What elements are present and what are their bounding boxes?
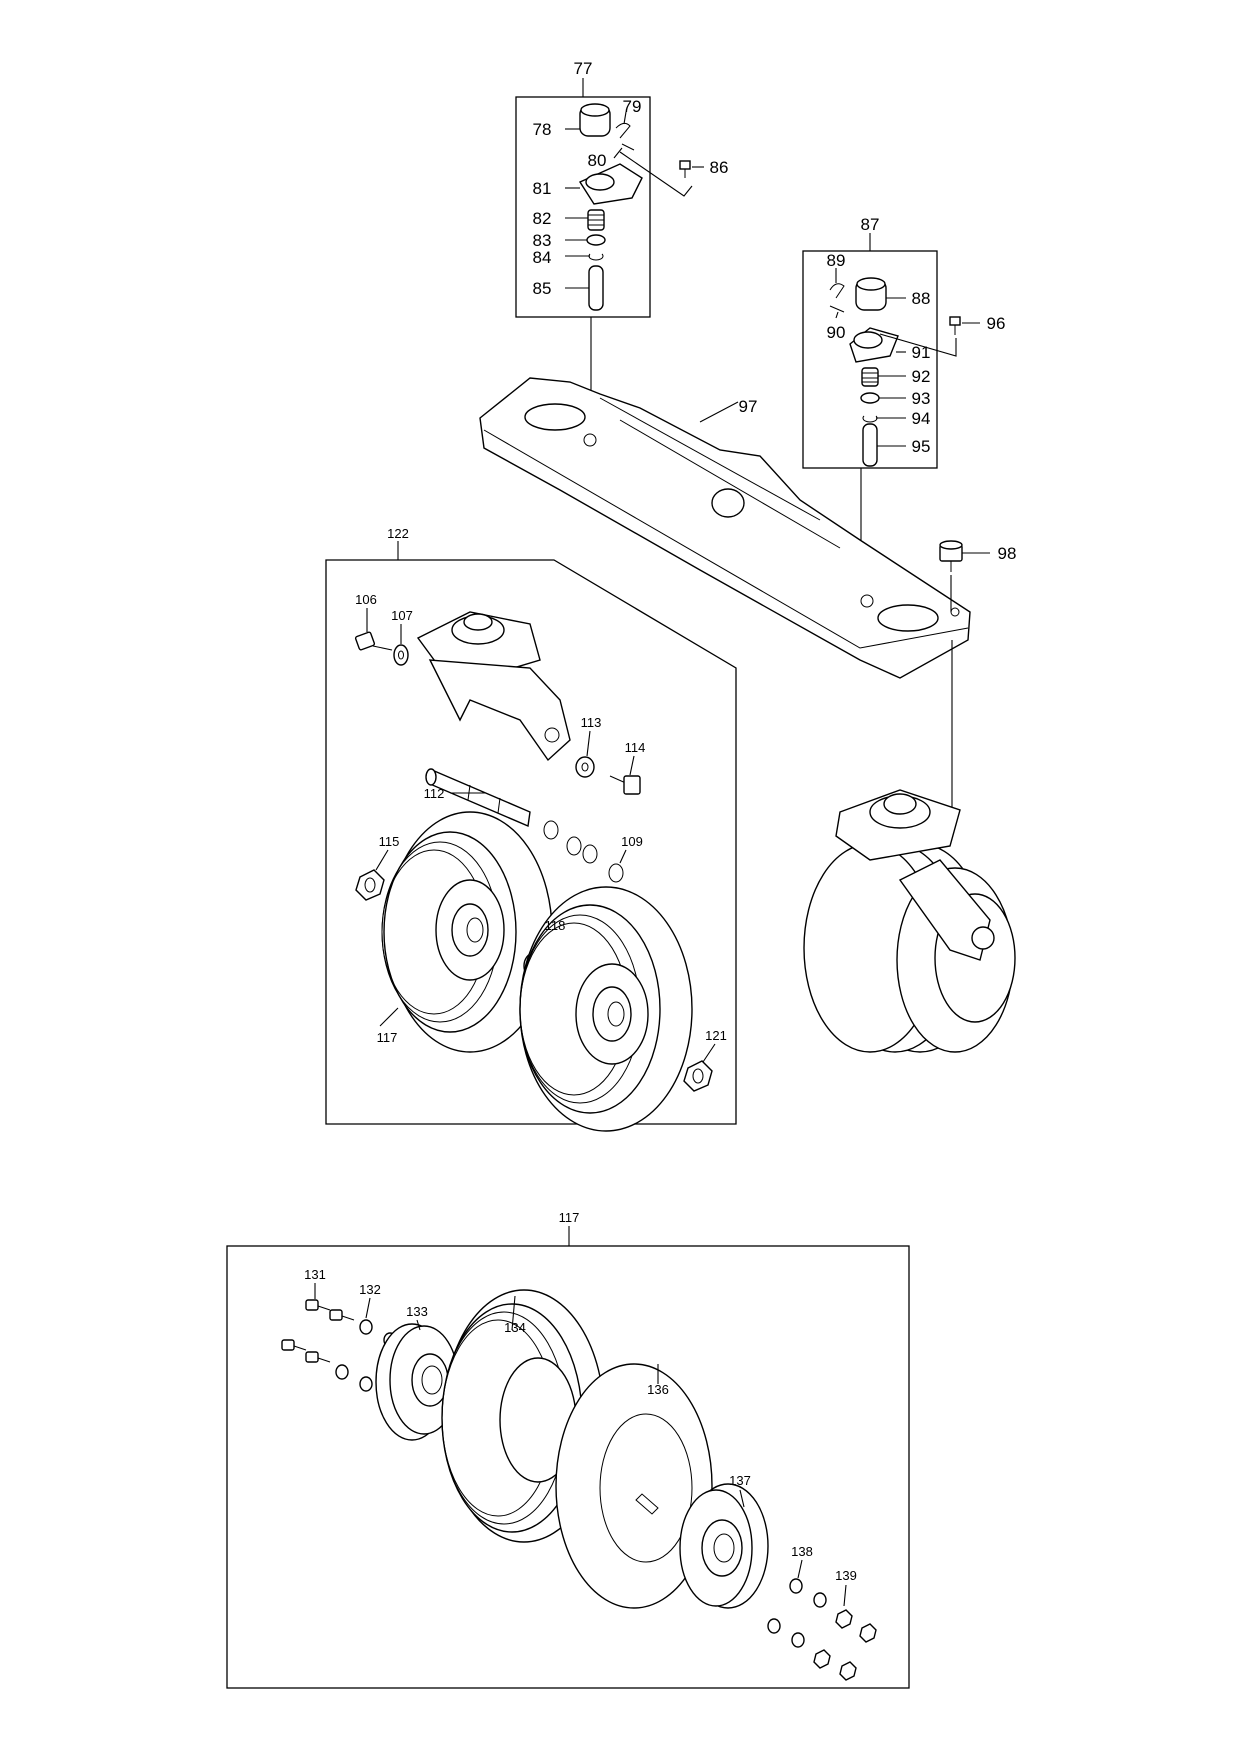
callout-labels: 77 78 79 80 81 82 83 84 85 86 87 88 89 9… [304, 59, 1016, 1583]
part-112-axle [425, 768, 531, 828]
label-90: 90 [827, 323, 846, 342]
part-83-washer [586, 234, 606, 246]
label-94: 94 [912, 409, 931, 428]
label-117b: 117 [559, 1210, 580, 1225]
label-97: 97 [739, 397, 758, 416]
label-85: 85 [533, 279, 552, 298]
label-79: 79 [623, 97, 642, 116]
label-98: 98 [998, 544, 1017, 563]
label-117a: 117 [377, 1030, 398, 1045]
part-92-spring [861, 367, 906, 387]
part-136-inner-tube [555, 1363, 713, 1609]
label-92: 92 [912, 367, 931, 386]
label-93: 93 [912, 389, 931, 408]
label-122: 122 [387, 526, 409, 541]
part-109-o-rings [543, 820, 627, 883]
label-95: 95 [912, 437, 931, 456]
part-89-clip [829, 283, 845, 299]
part-139-nuts [813, 1584, 877, 1681]
label-114: 114 [625, 740, 646, 755]
wheel-right [519, 886, 693, 1132]
group-117-wheel-exploded [226, 1226, 910, 1689]
group-87 [802, 233, 980, 560]
label-132: 132 [359, 1282, 381, 1297]
label-82: 82 [533, 209, 552, 228]
part-86-bolt [679, 160, 704, 178]
part-84-ring [588, 253, 604, 261]
part-97-frame [479, 377, 971, 679]
part-79-clip [615, 122, 631, 139]
label-121: 121 [705, 1028, 727, 1043]
part-107-washer [393, 644, 409, 666]
label-133: 133 [406, 1304, 428, 1319]
caster-fork [416, 611, 571, 762]
label-78: 78 [533, 120, 552, 139]
label-131: 131 [304, 1267, 326, 1282]
group-117-box [226, 1245, 910, 1689]
label-113: 113 [581, 715, 602, 730]
part-137-rim-half [679, 1483, 769, 1609]
label-109: 109 [621, 834, 643, 849]
label-136: 136 [647, 1382, 669, 1397]
label-138: 138 [791, 1544, 813, 1559]
part-91-bracket [849, 327, 906, 363]
label-86: 86 [710, 158, 729, 177]
label-77: 77 [574, 59, 593, 78]
label-87: 87 [861, 215, 880, 234]
label-96: 96 [987, 314, 1006, 333]
part-117-wheel-left [379, 811, 553, 1053]
part-138-washers [767, 1559, 827, 1648]
part-115-nut [355, 849, 389, 901]
group-122-box [325, 559, 737, 1125]
label-112: 112 [424, 786, 445, 801]
part-114-bolt [609, 755, 641, 795]
part-121-nut [683, 1043, 716, 1092]
part-96-bolt [949, 316, 980, 335]
label-81: 81 [533, 179, 552, 198]
part-98-bolt [939, 540, 990, 612]
label-137: 137 [729, 1473, 751, 1488]
label-88: 88 [912, 289, 931, 308]
part-113-washer [575, 756, 595, 778]
part-131-bolts [281, 1283, 355, 1363]
part-90-pin [829, 305, 845, 313]
group-77 [515, 78, 704, 440]
part-95-pin [862, 423, 878, 467]
part-106-bolt [354, 608, 393, 651]
label-89: 89 [827, 251, 846, 270]
label-134: 134 [504, 1320, 526, 1335]
label-83: 83 [533, 231, 552, 250]
part-93-washer [860, 392, 880, 404]
part-81-bracket [565, 163, 643, 205]
label-107: 107 [391, 608, 413, 623]
label-91: 91 [912, 343, 931, 362]
part-80-pin [621, 143, 635, 151]
part-78-cap [565, 103, 611, 137]
group-122 [325, 541, 737, 1132]
label-115: 115 [379, 834, 400, 849]
part-85-pin [588, 265, 604, 311]
part-134-tire [441, 1289, 605, 1543]
label-118: 118 [545, 918, 566, 933]
label-80: 80 [588, 151, 607, 170]
part-94-ring [862, 415, 878, 423]
label-84: 84 [533, 248, 552, 267]
part-88-cap [855, 277, 906, 311]
assembled-caster [803, 789, 1016, 1053]
part-82-spring [565, 209, 605, 231]
label-139: 139 [835, 1568, 857, 1583]
label-106: 106 [355, 592, 377, 607]
